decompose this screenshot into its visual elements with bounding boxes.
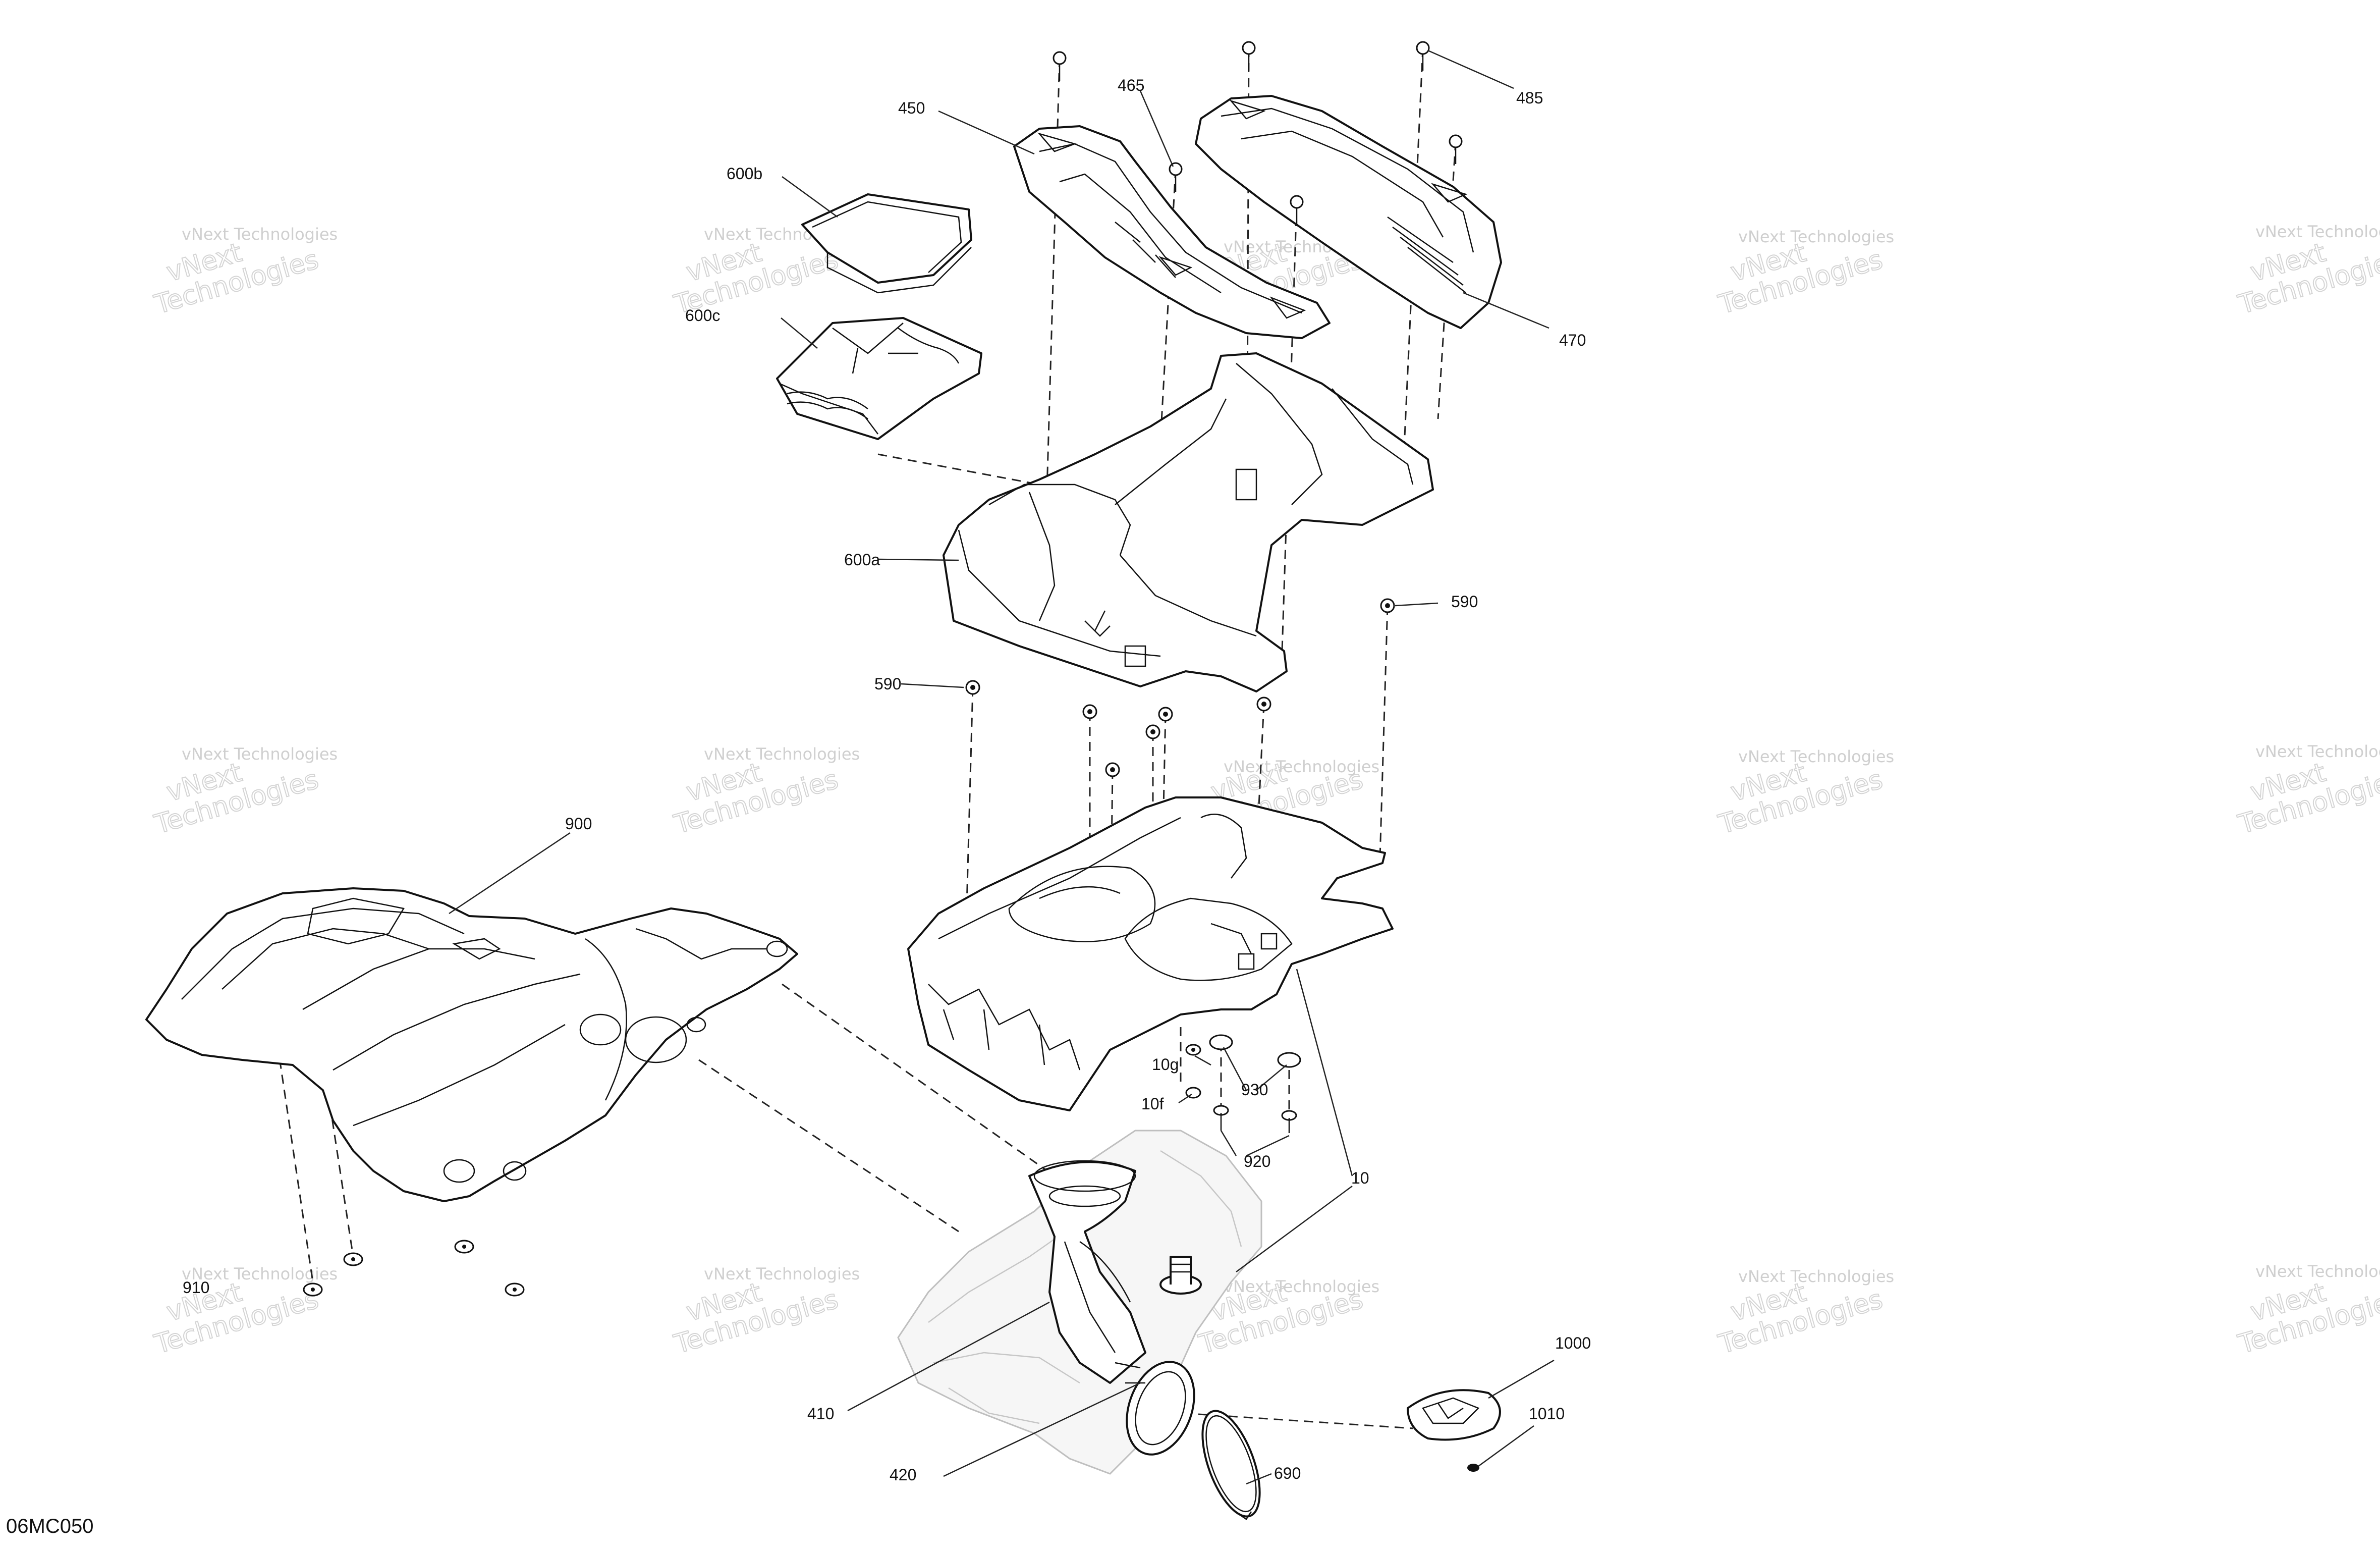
screw-485-2 <box>1242 41 1256 71</box>
callout-485: 485 <box>1516 89 1543 107</box>
fastener-910-4 <box>454 1240 474 1254</box>
nut-10g <box>1185 1044 1201 1056</box>
bolt-920-2 <box>1281 1110 1297 1133</box>
watermark-text: vNext Technologies <box>704 744 860 764</box>
leader-lines <box>449 49 1555 1485</box>
screw-465-1 <box>1169 162 1183 192</box>
washer-930-2 <box>1277 1052 1301 1068</box>
fasteners <box>303 41 1463 1297</box>
fastener-910-3 <box>303 1282 323 1297</box>
screw-485-1 <box>1053 51 1067 81</box>
part-410-air-intake-duct <box>1028 1160 1146 1384</box>
callout-10f: 10f <box>1141 1095 1164 1113</box>
watermark-text: vNext Technologies <box>1224 1277 1379 1296</box>
callout-465: 465 <box>1118 76 1144 94</box>
nut-590-4 <box>1105 762 1120 777</box>
part-900-skid-plate <box>145 887 798 1202</box>
part-1000-drain-cap <box>1407 1389 1501 1441</box>
callout-690: 690 <box>1274 1464 1301 1482</box>
callout-590-right: 590 <box>1451 593 1478 611</box>
screw-465-3 <box>1449 134 1463 164</box>
part-airbox-valve <box>1159 1256 1202 1295</box>
diagram-reference-code: 06MC050 <box>6 1515 93 1537</box>
nut-590-6 <box>1158 707 1173 722</box>
fastener-910-2 <box>505 1282 525 1297</box>
callout-1010: 1010 <box>1529 1405 1565 1423</box>
callout-900: 900 <box>565 815 592 833</box>
watermark-text: vNext Technologies <box>1738 1267 1894 1286</box>
watermark-text: vNext Technologies <box>2255 1262 2380 1281</box>
part-420-intake-bellow <box>1115 1361 1195 1456</box>
watermark-text: vNext Technologies <box>1224 757 1379 776</box>
part-450-front-grab-handle <box>1013 125 1331 339</box>
fastener-910-1 <box>343 1252 363 1266</box>
screw-465-2 <box>1290 195 1304 225</box>
part-600a-upper-housing <box>943 352 1434 692</box>
nut-590-5 <box>1145 724 1160 739</box>
washer-930-1 <box>1209 1034 1233 1050</box>
callout-470: 470 <box>1559 331 1586 349</box>
part-600b-cover <box>801 193 972 294</box>
callout-450: 450 <box>898 99 925 117</box>
watermark-text: vNext Technologies <box>182 225 338 244</box>
callout-10: 10 <box>1351 1169 1369 1187</box>
part-690-clamp <box>1201 1410 1261 1520</box>
watermark-text: vNext Technologies <box>182 744 338 764</box>
callout-410: 410 <box>807 1405 834 1423</box>
callout-600b: 600b <box>727 165 762 183</box>
nut-590-3 <box>1082 704 1097 719</box>
callout-420: 420 <box>890 1466 916 1484</box>
nut-590-7 <box>1256 697 1271 712</box>
nut-590-1 <box>965 680 980 695</box>
callout-600c: 600c <box>685 306 720 325</box>
callout-590-left: 590 <box>874 675 901 693</box>
callout-910: 910 <box>183 1278 209 1297</box>
bolt-920-1 <box>1213 1105 1229 1131</box>
callout-920: 920 <box>1244 1152 1270 1170</box>
screw-485-3 <box>1416 41 1430 71</box>
watermark-text: vNext Technologies <box>704 1264 860 1283</box>
callout-10g: 10g <box>1152 1055 1179 1074</box>
watermark-text: vNext Technologies <box>2255 742 2380 761</box>
watermark-text: vNext Technologies <box>1738 227 1894 246</box>
callout-600a: 600a <box>844 551 880 569</box>
part-600c-filter-grid <box>776 317 982 440</box>
nut-590-2 <box>1380 598 1395 613</box>
part-10-lower-housing <box>907 796 1394 1111</box>
callout-labels: 450 465 485 470 600b 600c 600a 590 590 9… <box>183 76 1591 1484</box>
callout-1000: 1000 <box>1555 1334 1591 1352</box>
part-1010-o-ring <box>1467 1464 1479 1472</box>
watermark-text: vNext Technologies <box>2255 222 2380 241</box>
watermark-text: vNext Technologies <box>1738 747 1894 766</box>
callout-930: 930 <box>1241 1081 1268 1099</box>
